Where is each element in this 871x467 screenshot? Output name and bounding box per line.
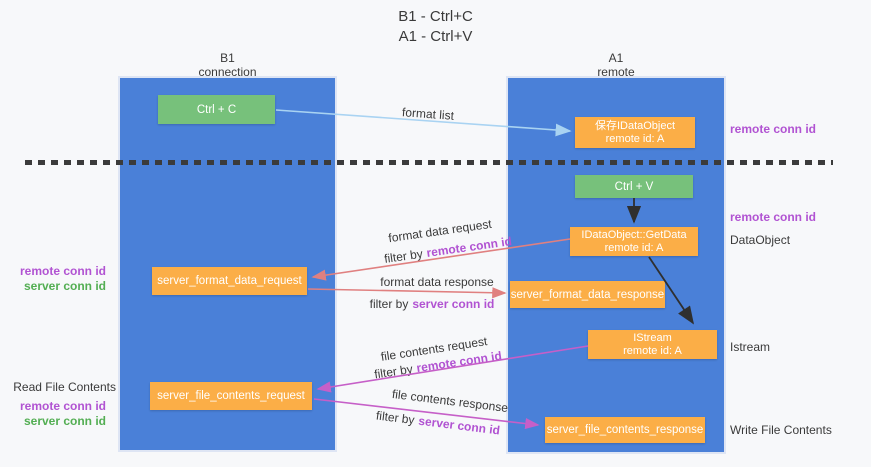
node-idataobject-getdata-line2: remote id: A [604,241,664,254]
node-save-idataobject-line1: 保存IDataObject [594,119,676,132]
annotation-file-remote-conn-id: remote conn id [19,399,106,413]
column-a1-name: A1 [608,51,624,65]
filter-prefix: filter by [373,361,414,382]
annotation-file-server-conn-id: server conn id [23,414,106,428]
node-server-format-data-request-label: server_format_data_request [157,275,302,287]
node-server-format-data-request: server_format_data_request [152,267,307,295]
column-b1-name: B1 [220,51,235,65]
node-ctrl-c-label: Ctrl + C [196,103,237,116]
title-line-2: A1 - Ctrl+V [398,28,473,45]
node-save-idataobject-line2: remote id: A [605,132,665,145]
node-ctrl-v-label: Ctrl + V [614,180,654,193]
node-server-file-contents-response: server_file_contents_response [545,417,705,443]
node-idataobject-getdata: IDataObject::GetData remote id: A [570,227,698,256]
node-save-idataobject: 保存IDataObject remote id: A [575,117,695,148]
diagram-title: B1 - Ctrl+C A1 - Ctrl+V [0,7,871,47]
annotation-format-conn-ids: remote conn id server conn id [8,264,106,294]
annotation-file-conn-ids: remote conn id server conn id [8,399,106,429]
node-server-file-contents-request: server_file_contents_request [150,382,312,410]
node-server-format-data-response: server_format_data_response [510,281,665,308]
node-ctrl-c: Ctrl + C [158,95,275,124]
annotation-save-remote-conn-id: remote conn id [730,122,817,136]
arrow-format-data-response [307,287,507,299]
node-idataobject-getdata-line1: IDataObject::GetData [581,228,687,241]
column-header-a1: A1 remote [508,51,724,79]
column-b1-role: connection [198,65,257,79]
annotation-format-server-conn-id: server conn id [23,279,106,293]
annotation-istream: Istream [730,340,771,354]
filter-prefix: filter by [375,408,416,428]
column-header-b1: B1 connection [120,51,335,79]
node-server-file-contents-response-label: server_file_contents_response [546,424,704,436]
annotation-write-file-contents: Write File Contents [730,423,832,437]
annotation-format-remote-conn-id: remote conn id [19,264,106,278]
edge-label-format-list: format list [401,105,455,123]
phase-separator-dashed-line [25,160,833,165]
annotation-read-file-contents: Read File Contents [13,380,116,394]
node-istream: IStream remote id: A [588,330,717,359]
title-line-1: B1 - Ctrl+C [398,8,473,25]
column-a1-role: remote [597,65,635,79]
annotation-getdata-remote-conn-id: remote conn id [730,210,817,224]
node-istream-line2: remote id: A [623,344,682,357]
filter-key-server-conn-id: server conn id [417,413,501,438]
filter-prefix: filter by [383,246,424,266]
node-ctrl-v: Ctrl + V [575,175,693,198]
filter-prefix: filter by [369,297,409,311]
node-istream-line1: IStream [633,331,672,344]
node-server-format-data-response-label: server_format_data_response [510,288,665,301]
edge-label-file-contents-response: file contents response [391,386,509,416]
node-server-file-contents-request-label: server_file_contents_request [157,390,305,402]
filter-key-server-conn-id: server conn id [412,297,495,311]
edge-label-format-data-response: format data response [380,275,494,289]
annotation-dataobject: DataObject [730,233,791,247]
